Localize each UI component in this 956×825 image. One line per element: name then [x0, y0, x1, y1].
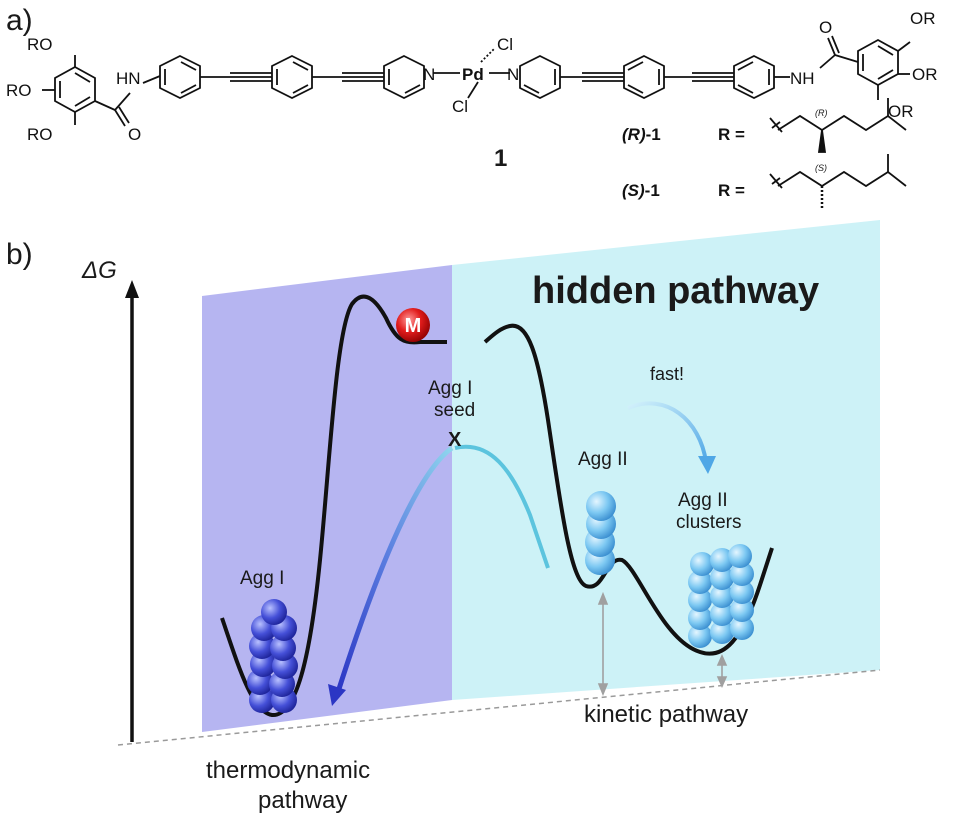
- agg2-cluster-sphere-15: [728, 544, 752, 568]
- panel-b-label: b): [6, 238, 33, 271]
- agg2-cluster-sphere-14: [710, 548, 734, 572]
- variant-r-suffix: -1: [646, 125, 661, 144]
- variant-r-name: (R): [622, 125, 646, 144]
- energy-landscape: b) ΔG hidden pathway: [6, 220, 881, 814]
- agg2-cluster-sphere-6: [730, 598, 754, 622]
- or-bottom: OR: [888, 102, 914, 121]
- r-chain-r: [769, 98, 907, 153]
- kinetic-label: kinetic pathway: [584, 701, 748, 728]
- oxygen-left: O: [128, 125, 141, 144]
- thermodynamic-curve: [220, 294, 447, 717]
- variant-r: (R)-1 R = (R): [622, 98, 907, 153]
- monomer-label: M: [405, 315, 422, 337]
- ro-bottom: RO: [27, 125, 53, 144]
- molecular-structure: a): [6, 4, 938, 208]
- agg2-cluster-sphere-11: [710, 566, 734, 590]
- thermodynamic-label: thermodynamic pathway: [206, 757, 377, 814]
- agg1-sphere-8: [270, 635, 296, 661]
- structure-labels: RO RO RO HN O N Pd Cl Cl N NH O OR OR OR: [6, 9, 938, 144]
- variant-s: (S)-1 R = (S): [622, 154, 907, 208]
- agg2-clusters-line1: Agg II: [678, 490, 728, 511]
- seed-arc-right: [454, 444, 550, 569]
- energy-gap-arrows: [597, 591, 728, 697]
- monomer-sphere: [396, 308, 430, 342]
- kinetic-curve: [483, 323, 774, 656]
- agg2-clusters-line2: clusters: [676, 512, 741, 533]
- hidden-pathway-title: hidden pathway: [532, 270, 819, 312]
- ro-middle: RO: [6, 81, 32, 100]
- stereo-label-r: (R): [815, 108, 828, 118]
- variant-s-name: (S): [622, 181, 645, 200]
- palladium: Pd: [462, 65, 484, 84]
- agg2-cluster-sphere-5: [710, 602, 734, 626]
- fast-label: fast!: [650, 364, 684, 384]
- r-chain-s: [769, 154, 907, 208]
- agg2-cluster-sphere-8: [710, 584, 734, 608]
- thermodynamic-line1: thermodynamic: [206, 757, 370, 784]
- svg-text:(S)-1: (S)-1: [622, 181, 660, 200]
- seed-mark: X: [448, 429, 462, 451]
- svg-text:(R)-1: (R)-1: [622, 125, 661, 144]
- stereo-label-s: (S): [815, 163, 827, 173]
- panel-a-label: a): [6, 4, 33, 37]
- amide-nh: NH: [790, 69, 815, 88]
- seed-arrow: [335, 445, 454, 693]
- seed-label-line1: Agg I: [428, 378, 472, 399]
- agg1-label: Agg I: [240, 568, 284, 589]
- agg1-sphere-stack: [247, 599, 298, 713]
- agg2-cluster-sphere-3: [730, 616, 754, 640]
- baseline: [117, 669, 881, 746]
- seed-label: Agg I seed: [428, 378, 478, 421]
- hidden-pathway-region: [452, 220, 880, 700]
- oxygen-right: O: [819, 18, 832, 37]
- seed-label-line2: seed: [434, 400, 475, 421]
- variant-s-suffix: -1: [645, 181, 660, 200]
- agg2-cluster-sphere-12: [730, 562, 754, 586]
- agg1-sphere-11: [261, 599, 287, 625]
- structure-bonds: [42, 35, 911, 127]
- thermodynamic-line2: pathway: [258, 787, 347, 814]
- agg2-clusters-label: Agg II clusters: [676, 490, 741, 533]
- compound-number: 1: [494, 145, 507, 172]
- fast-arrowhead: [698, 456, 716, 474]
- agg2-cluster-sphere-13: [690, 552, 714, 576]
- or-top: OR: [910, 9, 936, 28]
- seed-arrowhead: [328, 684, 346, 706]
- agg2-cluster-sphere-2: [710, 620, 734, 644]
- pyridine-n-right: N: [507, 65, 519, 84]
- agg2-cluster-sphere-10: [688, 570, 712, 594]
- fast-arrow: [627, 401, 708, 463]
- or-middle: OR: [912, 65, 938, 84]
- amide-hn: HN: [116, 69, 141, 88]
- axis-arrowhead: [125, 280, 139, 298]
- agg2-cluster-sphere-1: [688, 624, 712, 648]
- variant-s-equals: R =: [718, 181, 745, 200]
- variant-r-equals: R =: [718, 125, 745, 144]
- pyridine-n-left: N: [423, 65, 435, 84]
- agg2-sphere-stack: [585, 491, 616, 575]
- chloride-bottom: Cl: [452, 97, 468, 116]
- agg2-sphere-4: [586, 491, 616, 521]
- ro-top: RO: [27, 35, 53, 54]
- agg2-cluster-sphere-4: [688, 606, 712, 630]
- chloride-top: Cl: [497, 35, 513, 54]
- agg2-cluster-sphere-9: [730, 580, 754, 604]
- delta-g-label: ΔG: [81, 257, 117, 284]
- agg2-cluster-stack: [688, 544, 754, 648]
- agg2-cluster-sphere-7: [688, 588, 712, 612]
- agg2-label: Agg II: [578, 449, 628, 470]
